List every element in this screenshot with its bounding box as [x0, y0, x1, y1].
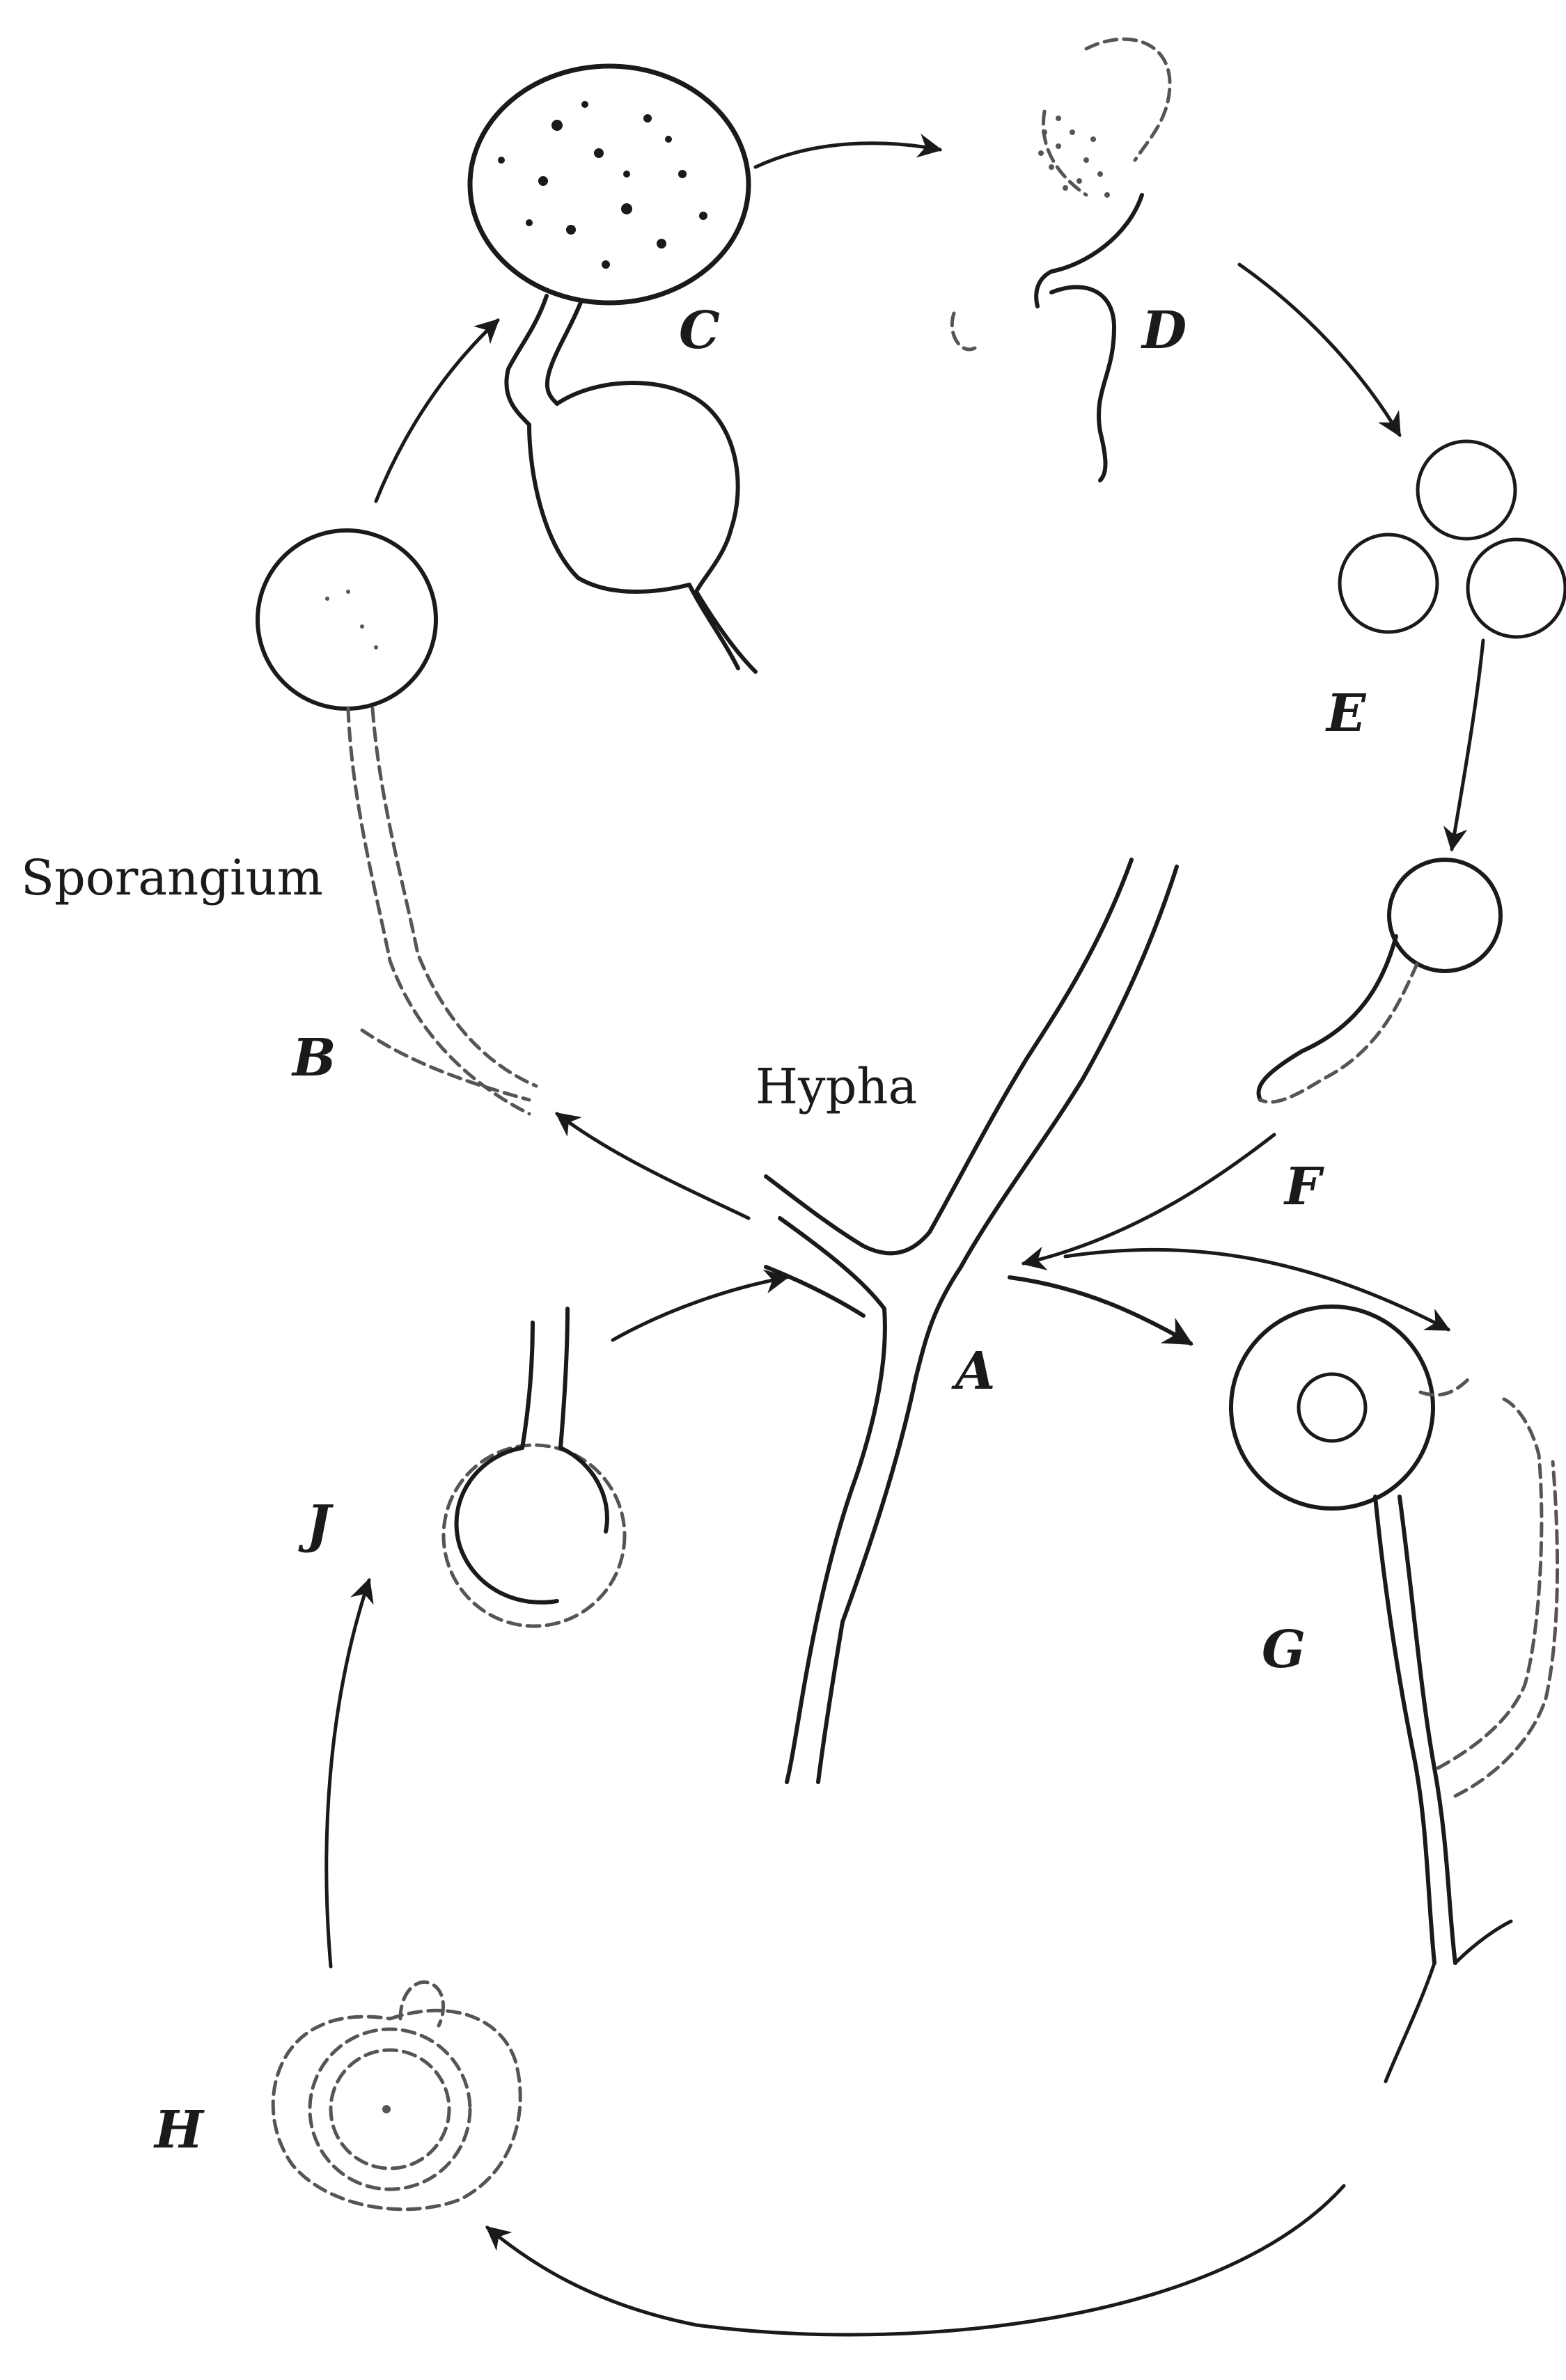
- label-f: F: [1283, 1157, 1324, 1217]
- arrow-a-to-b: [557, 1114, 749, 1218]
- arrow-g-to-h: [487, 2186, 1344, 2335]
- arrow-a-to-g: [1010, 1277, 1191, 1343]
- arrows: [327, 143, 1483, 2335]
- label-g: G: [1262, 1620, 1306, 1680]
- label-hypha: Hypha: [755, 1058, 917, 1115]
- oogonium-g: [1231, 1307, 1558, 2081]
- arrow-h-to-j: [327, 1580, 369, 1967]
- arrow-c-to-d: [755, 143, 940, 167]
- label-d: D: [1141, 301, 1187, 361]
- arrow-j-to-a: [613, 1277, 787, 1340]
- germinating-spore-f: [1259, 860, 1501, 1102]
- arrow-b-to-c: [376, 320, 498, 501]
- sporangium-c: [470, 66, 755, 672]
- label-a: A: [951, 1341, 995, 1401]
- germinating-oospore-j: [444, 1309, 625, 1626]
- oospore-h: [273, 1982, 520, 2209]
- arrow-f-to-a: [1024, 1135, 1274, 1263]
- label-h: H: [153, 2100, 205, 2160]
- label-j: J: [298, 1495, 334, 1554]
- hypha-a: [766, 860, 1177, 1782]
- arrow-e-to-f: [1452, 640, 1483, 849]
- label-c: C: [679, 301, 720, 361]
- label-b: B: [291, 1028, 336, 1088]
- spores-e: [1340, 441, 1565, 637]
- label-e: E: [1325, 684, 1367, 743]
- arrow-a-to-g-antheridium: [1065, 1250, 1448, 1330]
- sporangium-b: [258, 530, 536, 1114]
- sporangium-d: [952, 39, 1170, 480]
- labels: A B C D E F G H J Sporangium Hypha: [21, 301, 1367, 2160]
- arrow-d-to-e: [1239, 265, 1400, 435]
- label-sporangium: Sporangium: [21, 849, 323, 906]
